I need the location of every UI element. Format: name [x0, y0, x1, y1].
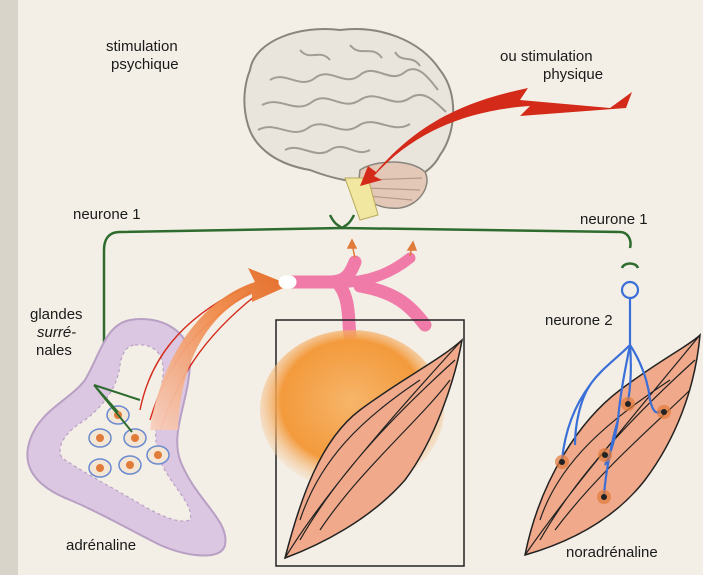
label-adrenaline: adrénaline — [66, 537, 136, 555]
label-neurone-1-right: neurone 1 — [580, 211, 648, 229]
label-ou-stimulation: ou stimulation — [500, 48, 593, 66]
label-surrenales-1: surré- — [37, 324, 76, 342]
brain-illustration — [244, 29, 453, 220]
blood-vessels — [285, 258, 425, 335]
label-physique: physique — [543, 66, 603, 84]
synapse-icon — [622, 264, 638, 269]
label-stimulation: stimulation — [106, 38, 178, 56]
label-psychique: psychique — [111, 56, 179, 74]
label-surrenales-2: nales — [36, 342, 72, 360]
label-neurone-1-left: neurone 1 — [73, 206, 141, 224]
label-neurone-2: neurone 2 — [545, 312, 613, 330]
label-noradrenaline: noradrénaline — [566, 544, 658, 562]
page-edge — [0, 0, 18, 575]
label-glandes: glandes — [30, 306, 83, 324]
